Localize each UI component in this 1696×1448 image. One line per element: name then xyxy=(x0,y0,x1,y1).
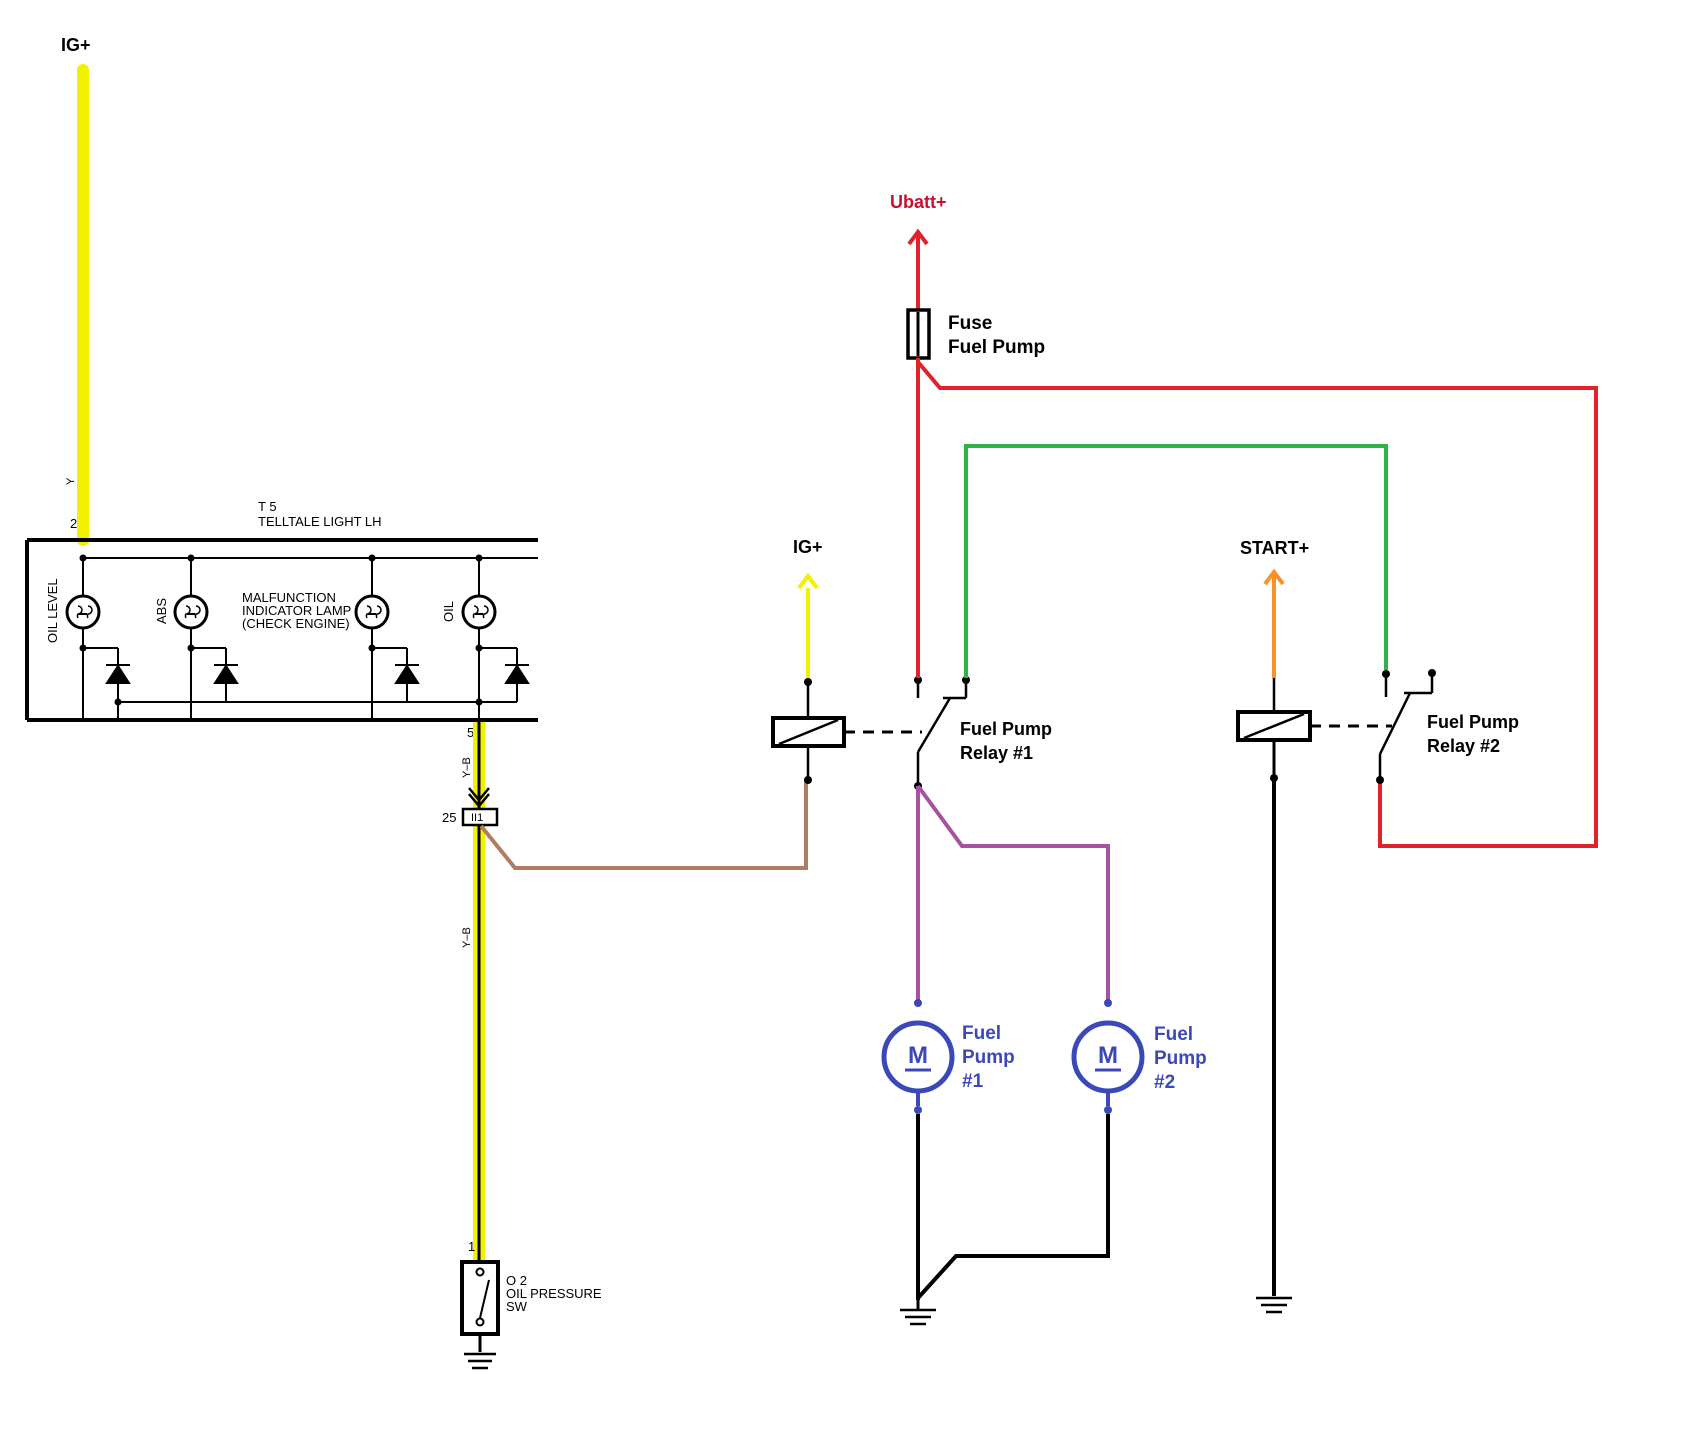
oil-level-lamp-icon xyxy=(65,594,101,630)
fuel-pump-2-motor-icon: M xyxy=(1071,1020,1145,1094)
lamp-label-oil: OIL xyxy=(441,601,456,622)
start-plus-label: START+ xyxy=(1240,538,1309,558)
ground-icon-oil-switch xyxy=(464,1352,496,1370)
relay2-switch xyxy=(1378,692,1412,755)
pump1-label-2: Pump xyxy=(962,1047,1015,1068)
telltale-name: TELLTALE LIGHT LH xyxy=(258,514,382,529)
relay1-trigger-wire xyxy=(479,780,808,870)
lamp-label-mil-3: (CHECK ENGINE) xyxy=(242,616,350,631)
pump2-feed-wire xyxy=(916,784,1110,1000)
relay2-battery-wire xyxy=(916,360,1598,848)
abs-lamp-icon xyxy=(173,594,209,630)
relay1-label-2: Relay #1 xyxy=(960,743,1033,763)
oil-switch-pin-1: 1 xyxy=(468,1239,475,1254)
oil-switch-name-1: OIL PRESSURE xyxy=(506,1286,602,1301)
fuel-pump-1-motor-icon: M xyxy=(881,1020,955,1094)
pump1-motor-symbol: M xyxy=(908,1042,928,1069)
wire-yb-upper-label: Y–B xyxy=(461,757,473,778)
telltale-pin-5: 5 xyxy=(467,725,474,740)
telltale-pin-2: 2 xyxy=(70,516,77,531)
relay1-label-1: Fuel Pump xyxy=(960,719,1052,739)
relay1-switch xyxy=(916,697,952,753)
lamp-label-mil-2: INDICATOR LAMP xyxy=(242,603,351,618)
lamp-label-oil-level: OIL LEVEL xyxy=(45,578,60,643)
connector-ii1 xyxy=(461,807,499,827)
connector-pin-25: 25 xyxy=(442,810,456,825)
relay2-label-2: Relay #2 xyxy=(1427,736,1500,756)
pump2-label-2: Pump xyxy=(1154,1048,1207,1069)
lamp-label-abs: ABS xyxy=(154,598,169,624)
check-engine-lamp-icon xyxy=(354,594,390,630)
ig-plus-relay-label: IG+ xyxy=(793,537,823,557)
wire-y-label: Y xyxy=(65,477,77,485)
ig-plus-top-label: IG+ xyxy=(61,35,91,55)
connector-id: II1 xyxy=(471,812,483,824)
pump2-motor-symbol: M xyxy=(1098,1042,1118,1069)
oil-lamp-icon xyxy=(461,594,497,630)
telltale-id: T 5 xyxy=(258,499,277,514)
fuse-label-1: Fuse xyxy=(948,313,992,334)
ig-arrow-icon xyxy=(797,572,819,590)
relay-link-wire xyxy=(964,444,1388,678)
pump2-ground-wire xyxy=(916,1114,1110,1300)
pump1-label-3: #1 xyxy=(962,1071,984,1092)
start-arrow-icon xyxy=(1263,568,1285,586)
oil-switch-name-2: SW xyxy=(506,1299,528,1314)
pump2-label-3: #2 xyxy=(1154,1072,1175,1093)
ubatt-label: Ubatt+ xyxy=(890,192,947,212)
connector-arrow-icon xyxy=(468,787,490,808)
pump1-label-1: Fuel xyxy=(962,1023,1001,1044)
pump2-label-1: Fuel xyxy=(1154,1024,1193,1045)
telltale-light-box xyxy=(25,538,538,722)
lamp-label-mil-1: MALFUNCTION xyxy=(242,590,336,605)
relay2-label-1: Fuel Pump xyxy=(1427,712,1519,732)
ground-icon-relay2 xyxy=(1256,1296,1292,1314)
oil-pressure-switch xyxy=(460,1260,500,1336)
oil-switch-id: O 2 xyxy=(506,1273,527,1288)
fuse-label-2: Fuel Pump xyxy=(948,337,1045,358)
wire-yb-lower-label: Y–B xyxy=(461,927,473,948)
ground-icon-pumps xyxy=(900,1308,936,1326)
